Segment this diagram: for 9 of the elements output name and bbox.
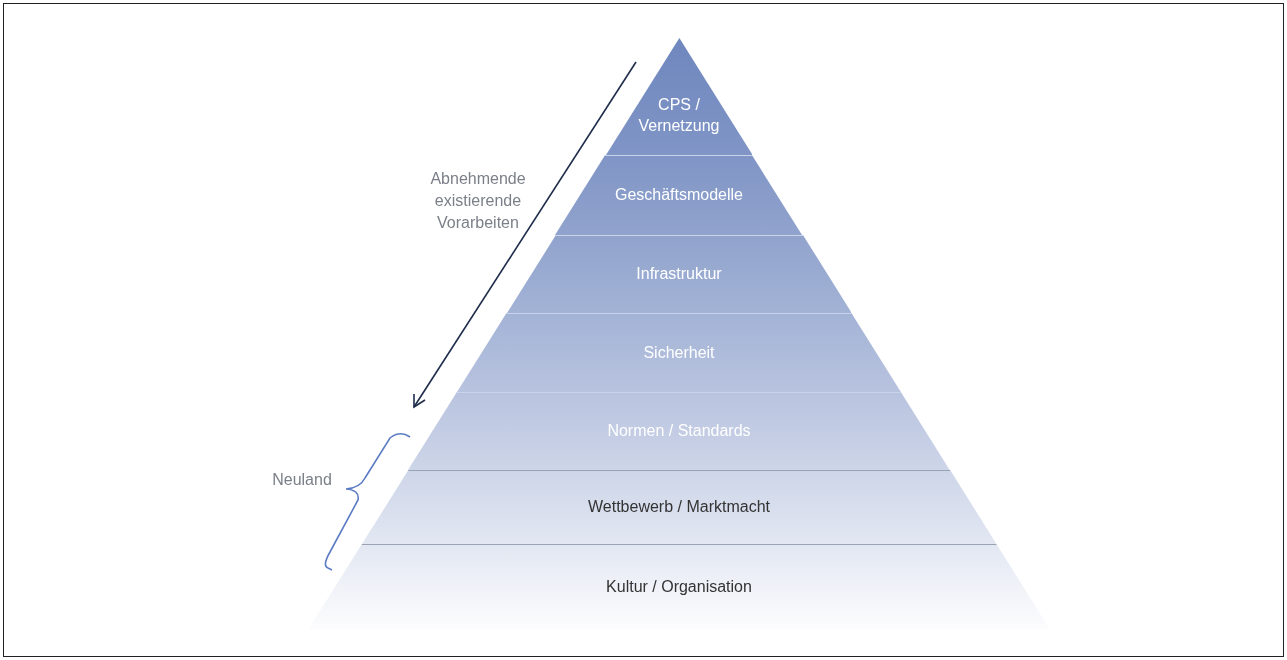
layer-label: Geschäftsmodelle — [613, 185, 744, 205]
layer-label: Infrastruktur — [635, 264, 723, 284]
layer-label: Kultur / Organisation — [605, 577, 753, 597]
layer-label: CPS / Vernetzung — [637, 95, 721, 136]
layer-label: Wettbewerb / Marktmacht — [587, 497, 771, 517]
layer-label: Sicherheit — [642, 342, 716, 363]
layer-label: Normen / Standards — [606, 421, 752, 441]
annotation-text: Neuland — [271, 470, 333, 490]
annotation-text: Abnehmende existierende Vorarbeiten — [429, 169, 527, 233]
